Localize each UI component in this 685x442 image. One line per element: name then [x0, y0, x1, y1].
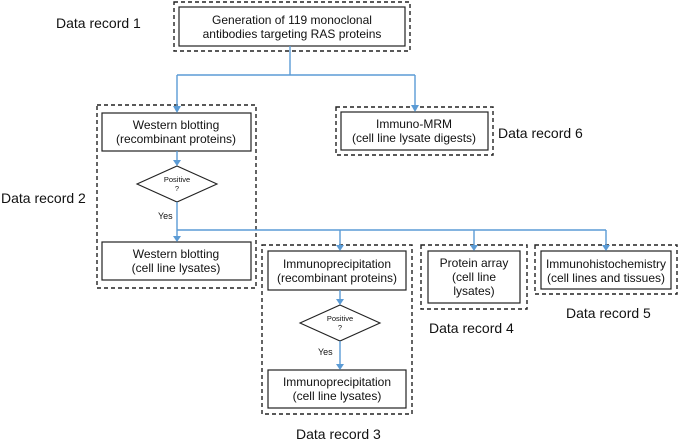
- wb-recombinant-line-1: Western blotting: [132, 118, 220, 132]
- wb-recombinant-line-2: (recombinant proteins): [115, 132, 237, 146]
- wb-lysates-line-2: (cell line lysates): [131, 261, 221, 275]
- ip-lysates-line-1: Immunoprecipitation: [282, 375, 392, 389]
- ip-lysates-box: [267, 369, 407, 409]
- data-record-1-label: Data record 1: [56, 15, 141, 31]
- yes-label-2: Yes: [318, 347, 333, 357]
- data-record-6-label: Data record 6: [498, 125, 583, 141]
- ihc-line-1: Immunohistochemistry: [545, 257, 667, 271]
- ihc-line-2: (cell lines and tissues): [546, 271, 666, 285]
- protein-array-text: Protein array (cell line lysates): [440, 256, 509, 298]
- data-record-2-label: Data record 2: [1, 190, 86, 206]
- connectors: [176, 46, 607, 364]
- decision-1-line-2: ?: [174, 184, 180, 193]
- ip-lysates-line-2: (cell line lysates): [292, 389, 382, 403]
- wb-lysates-box: [101, 241, 252, 281]
- data-record-3-label: Data record 3: [296, 426, 381, 442]
- decision-1-line-1: Positive: [163, 175, 191, 184]
- wb-lysates-line-1: Western blotting: [132, 247, 220, 261]
- ip-recombinant-line-1: Immunoprecipitation: [282, 257, 392, 271]
- ip-recombinant-text: Immunoprecipitation (recombinant protein…: [277, 257, 397, 285]
- generation-line-1: Generation of 119 monoclonal: [212, 13, 372, 27]
- protein-array-box: [427, 250, 521, 304]
- data-record-4-label: Data record 4: [429, 320, 514, 336]
- generation-line-2: antibodies targeting RAS proteins: [202, 27, 382, 41]
- decision-2-line-2: ?: [337, 323, 343, 332]
- ip-recombinant-line-2: (recombinant proteins): [276, 271, 398, 285]
- immuno-mrm-line-2: (cell line lysate digests): [351, 131, 477, 145]
- yes-label-1: Yes: [158, 211, 173, 221]
- record1-group: [173, 1, 411, 52]
- decision-2-text: Positive ?: [327, 314, 353, 332]
- record3-group: [261, 244, 413, 415]
- protein-array-line-2: (cell line: [451, 270, 497, 284]
- decision-1-text: Positive ?: [164, 175, 190, 193]
- protein-array-line-1: Protein array: [439, 256, 509, 270]
- wb-lysates-text: Western blotting (cell line lysates): [132, 247, 221, 275]
- decision-2-line-1: Positive: [326, 314, 354, 323]
- ip-recombinant-box: [267, 250, 407, 291]
- ihc-text: Immunohistochemistry (cell lines and tis…: [546, 257, 666, 285]
- ihc-box: [540, 250, 672, 290]
- generation-box: [178, 6, 406, 47]
- wb-recombinant-text: Western blotting (recombinant proteins): [116, 118, 236, 146]
- arrowheads: [173, 105, 610, 370]
- immuno-mrm-box: [340, 111, 489, 151]
- immuno-mrm-text: Immuno-MRM (cell line lysate digests): [352, 117, 476, 145]
- protein-array-line-3: lysates): [453, 284, 495, 298]
- data-record-5-label: Data record 5: [566, 305, 651, 321]
- generation-box-text: Generation of 119 monoclonal antibodies …: [203, 13, 382, 41]
- ip-lysates-text: Immunoprecipitation (cell line lysates): [283, 375, 391, 403]
- immuno-mrm-line-1: Immuno-MRM: [375, 117, 452, 131]
